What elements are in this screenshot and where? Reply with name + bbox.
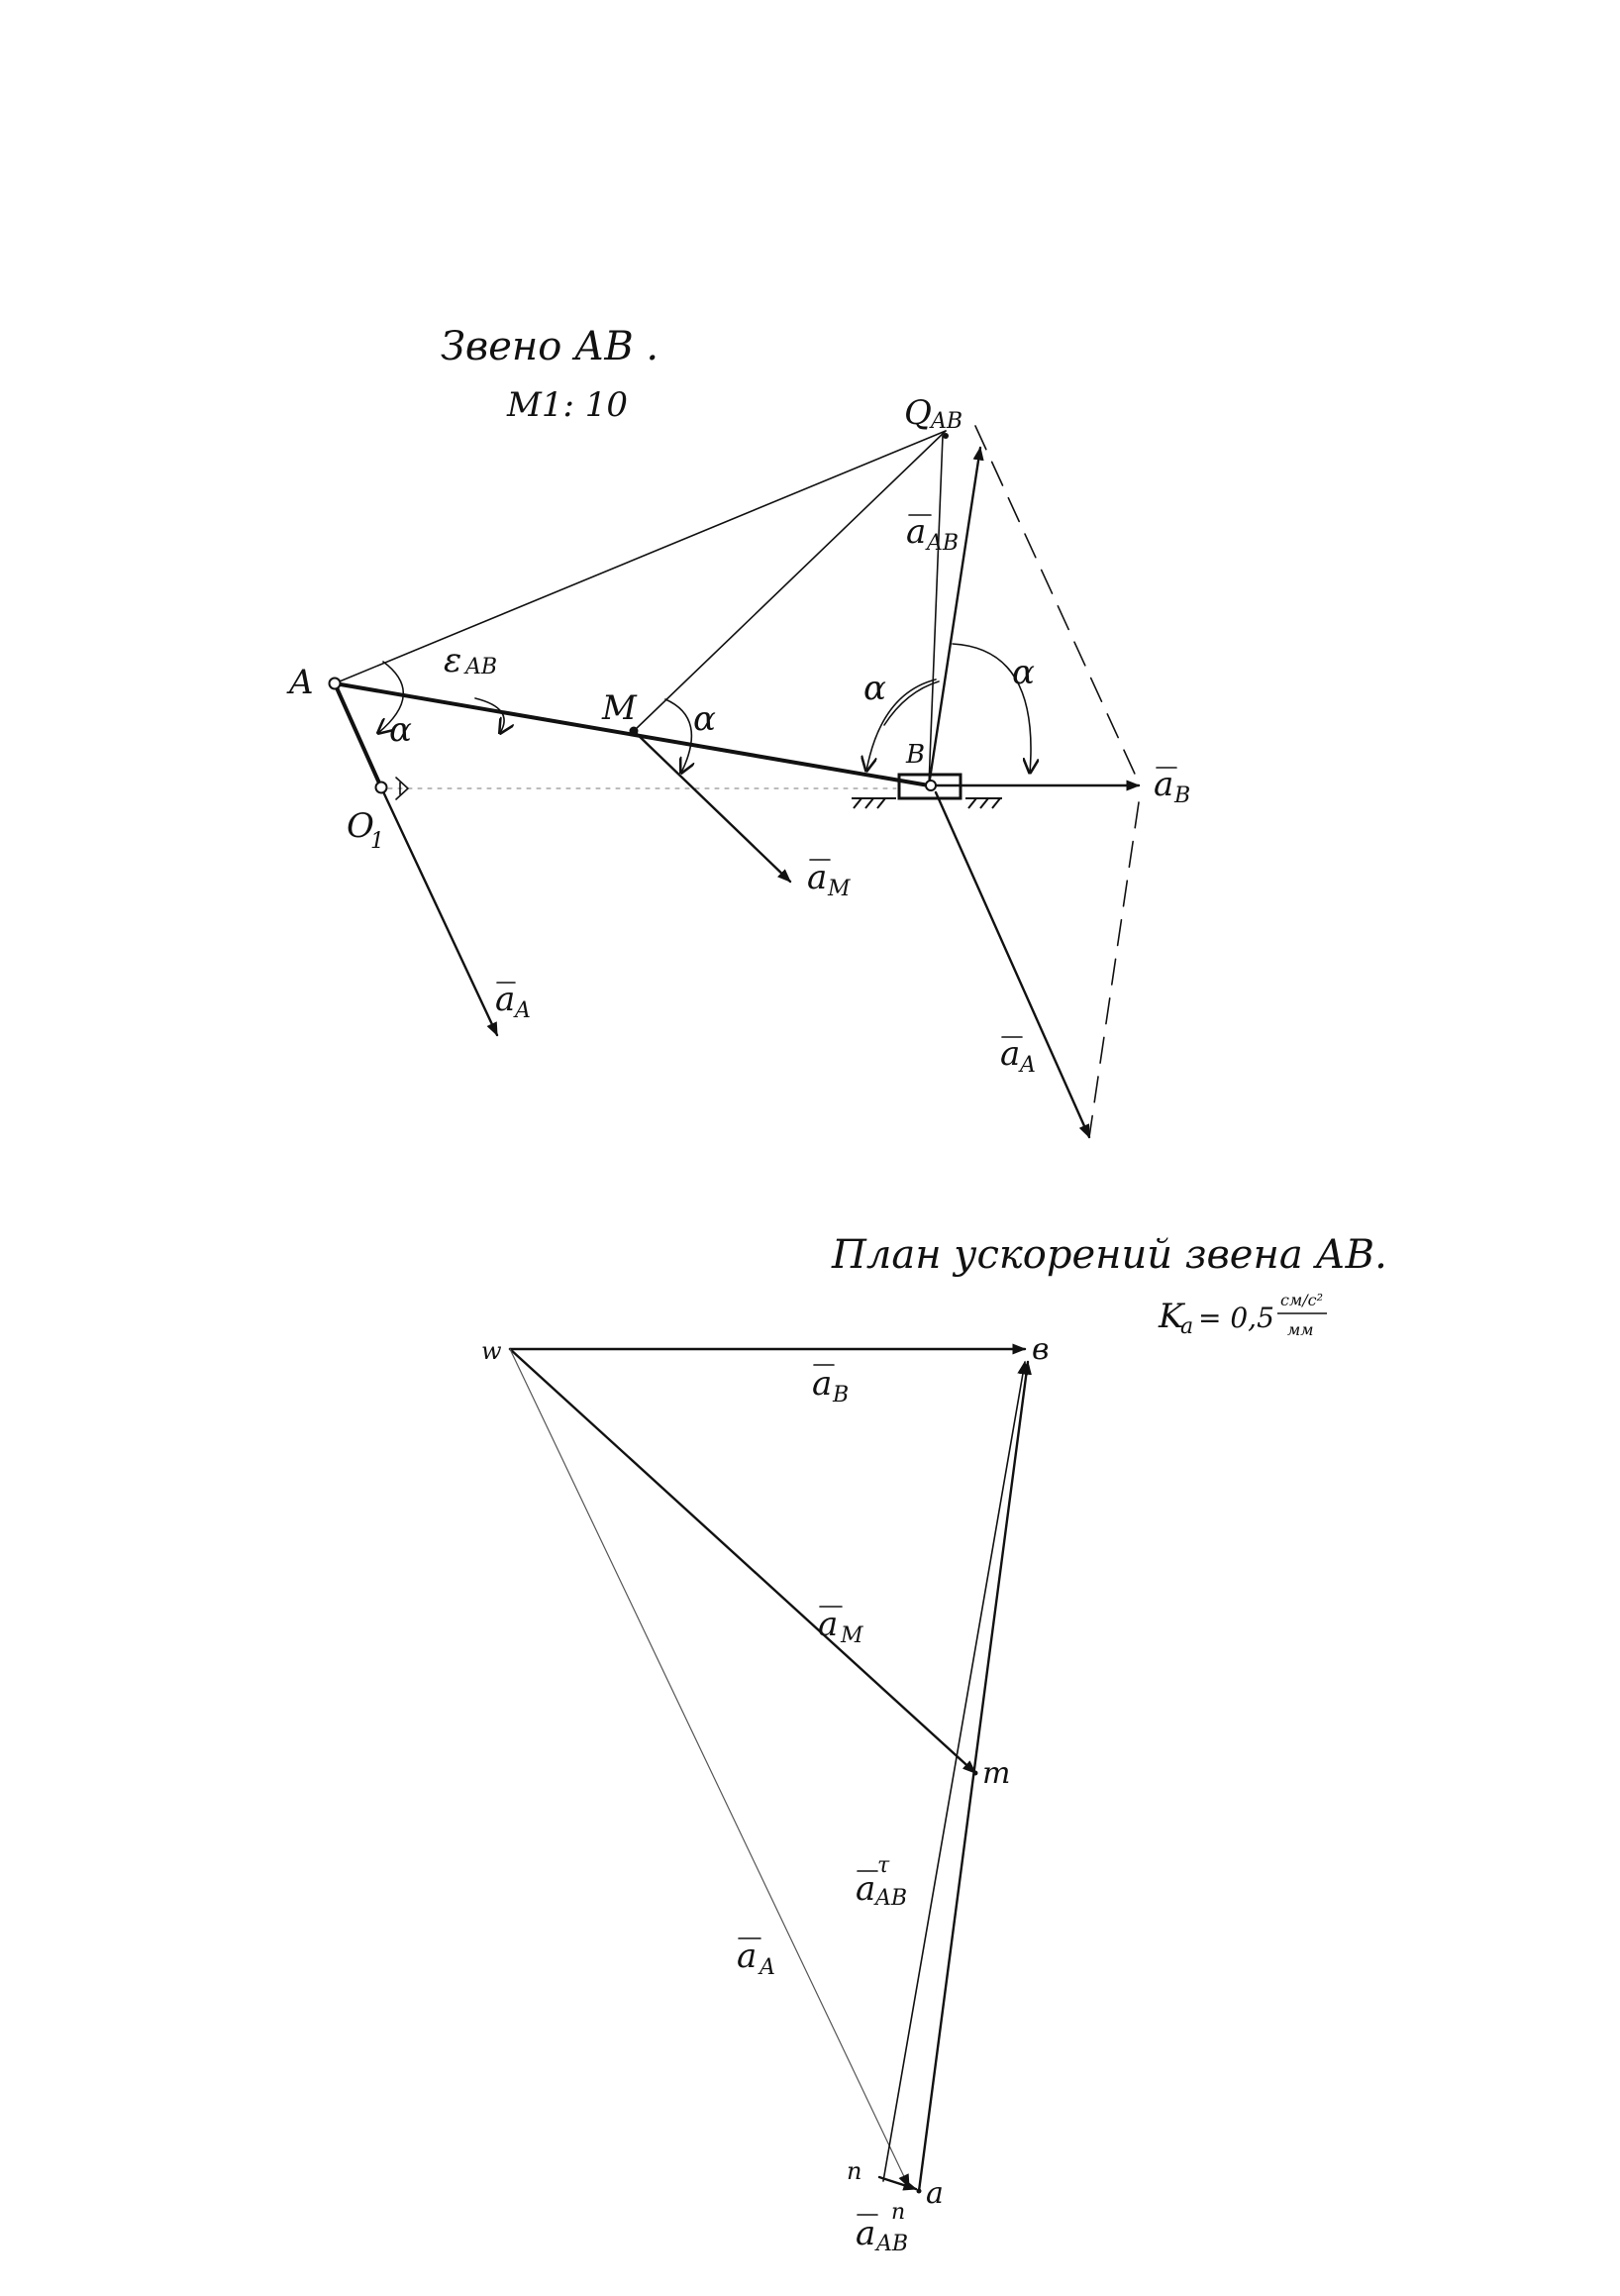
svg-text:a: a: [807, 858, 827, 897]
label-vector-a-m: a M: [807, 858, 851, 901]
svg-text:τ: τ: [877, 1853, 890, 1878]
link-diagram-title: Звено АВ .: [441, 324, 658, 369]
support-mark-o1: [395, 777, 410, 800]
label-vector-a-a: a A: [495, 980, 531, 1023]
svg-text:B: B: [1173, 783, 1190, 808]
vector-a-m: [632, 729, 792, 884]
plan-point-m: [972, 1770, 978, 1776]
crank-o1-a: [333, 681, 383, 789]
plan-label-b: в: [1032, 1332, 1049, 1367]
plan-label-vector-a-ab-tau: a AB τ: [856, 1853, 907, 1911]
svg-text:a: a: [906, 512, 926, 552]
svg-text:= 0,5: = 0,5: [1198, 1302, 1274, 1334]
svg-text:AB: AB: [925, 531, 959, 556]
angle-arc-alpha-b-inner: [883, 680, 940, 726]
label-alpha-b-left: α: [863, 669, 886, 708]
label-alpha-m: α: [693, 699, 716, 739]
svg-text:AB: AB: [874, 2232, 908, 2256]
svg-text:n: n: [891, 2200, 905, 2225]
svg-text:a: a: [737, 1936, 757, 1976]
line-b-q: [928, 435, 944, 786]
plan-label-vector-a-ab-n: a AB n: [856, 2200, 908, 2256]
label-vector-a-ab: a AB: [906, 512, 959, 556]
label-alpha-b-right: α: [1012, 653, 1035, 692]
plan-scale: K a = 0,5 см/с² мм: [1158, 1291, 1327, 1339]
label-vector-a-b: a B: [1154, 765, 1190, 808]
label-epsilon: ε: [444, 641, 461, 680]
plan-point-a: [916, 2188, 922, 2194]
joint-a: [328, 677, 342, 690]
plan-label-m: m: [982, 1756, 1010, 1791]
svg-text:B: B: [832, 1383, 849, 1408]
angle-arc-alpha-b-left: [866, 678, 937, 771]
svg-text:a: a: [856, 2214, 875, 2253]
svg-text:M: M: [840, 1623, 863, 1648]
svg-text:A: A: [758, 1955, 775, 1980]
vector-a-a-copy: [934, 790, 1091, 1139]
svg-text:M: M: [827, 877, 851, 901]
plan-label-w: w: [481, 1337, 502, 1365]
point-m: [629, 726, 639, 736]
angle-arc-alpha-b-right: [952, 643, 1031, 773]
svg-text:A: A: [1018, 1053, 1036, 1078]
plan-vector-a-ab-tau: [882, 1360, 1029, 2182]
label-vector-a-a-copy: a A: [1000, 1034, 1036, 1078]
plan-vector-a-a: [509, 1348, 910, 2189]
label-b: B: [905, 740, 925, 770]
plan-label-n: n: [847, 2157, 861, 2185]
plan-label-vector-a-m: a M: [818, 1605, 863, 1648]
point-q: [943, 433, 949, 439]
svg-text:a: a: [812, 1364, 832, 1404]
svg-text:a: a: [1154, 765, 1173, 804]
svg-text:K: K: [1158, 1297, 1186, 1336]
link-diagram-scale: M1: 10: [506, 385, 628, 425]
label-a: A: [286, 663, 314, 702]
plan-vector-a-ab-n: [877, 2175, 918, 2191]
label-m: M: [601, 688, 638, 728]
svg-text:a: a: [818, 1605, 838, 1644]
plan-label-a-point: a: [926, 2176, 944, 2211]
slider-block: [897, 773, 962, 800]
line-m-q: [633, 430, 947, 732]
joint-o1: [374, 781, 388, 794]
svg-text:a: a: [495, 980, 515, 1019]
link-ab-diagram: Звено АВ . M1: 10: [286, 324, 1190, 1139]
epsilon-arc: [474, 697, 504, 733]
angle-arc-alpha-m: [664, 698, 691, 773]
label-alpha-a: α: [389, 710, 412, 750]
svg-text:см/с²: см/с²: [1280, 1291, 1323, 1309]
plan-vector-a-m: [508, 1347, 977, 1775]
plan-label-vector-a-a: a A: [737, 1936, 775, 1980]
angle-arc-alpha-a: [378, 661, 405, 733]
dashed-q-ab: [974, 425, 1140, 783]
label-o1: O: [347, 806, 374, 846]
plan-label-vector-a-b: a B: [812, 1364, 849, 1408]
vector-a-a: [379, 785, 499, 1037]
plan-title: План ускорений звена АВ.: [831, 1232, 1387, 1278]
svg-text:a: a: [1180, 1314, 1193, 1339]
label-epsilon-sub: AB: [463, 655, 497, 679]
svg-text:AB: AB: [873, 1886, 907, 1911]
svg-text:A: A: [513, 998, 531, 1023]
plan-line-a-b: [917, 1360, 1032, 2193]
label-o1-sub: 1: [370, 829, 384, 854]
dashed-ab-aa: [1088, 801, 1140, 1138]
ground-hatching: [852, 797, 1002, 809]
line-a-q: [334, 430, 947, 684]
svg-text:мм: мм: [1287, 1320, 1314, 1339]
svg-text:a: a: [1000, 1034, 1020, 1074]
vector-a-ab: [927, 446, 984, 787]
acceleration-plan-diagram: План ускорений звена АВ. K a = 0,5 см/с²…: [481, 1232, 1387, 2256]
joint-b: [925, 780, 937, 791]
label-q-sub: AB: [929, 409, 962, 434]
svg-text:a: a: [856, 1869, 875, 1909]
label-q: Q: [904, 393, 932, 433]
